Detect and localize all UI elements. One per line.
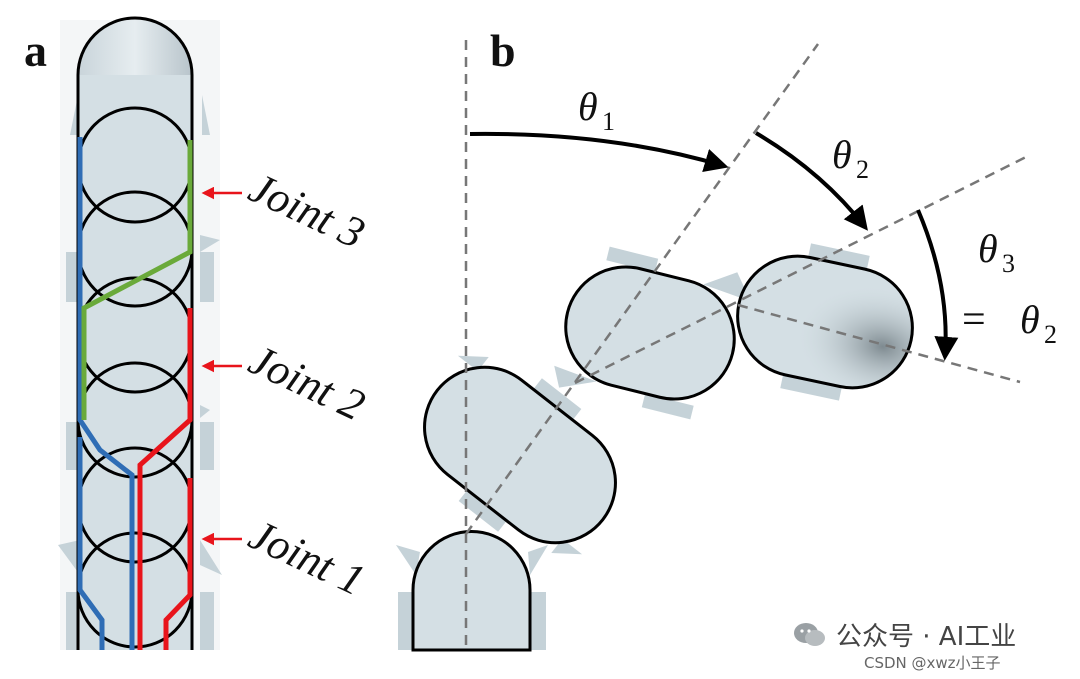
- theta2-arrow: [754, 131, 868, 231]
- link-3: [736, 243, 914, 401]
- tendon-green: [81, 140, 193, 420]
- module-column-body: [78, 70, 192, 650]
- wechat-icon: [794, 622, 825, 646]
- theta1-label: θ 1: [578, 84, 615, 136]
- panel-a: Joint 3 Joint 2 Joint 1 a: [24, 16, 372, 650]
- csdn-credit: CSDN @xwz小王子: [864, 654, 1001, 672]
- theta2-label: θ 2: [832, 132, 869, 184]
- theta3-arrow: [916, 209, 959, 361]
- panel-a-letter: a: [24, 25, 47, 76]
- tendon-blue-outer: [77, 437, 105, 650]
- theta1-subscript: 1: [602, 107, 615, 136]
- reference-lines: [464, 40, 1031, 650]
- panel-b: b: [396, 25, 1057, 652]
- top-cap: [78, 18, 192, 75]
- theta2-subscript: 2: [856, 155, 869, 184]
- panel-b-letter: b: [490, 25, 516, 76]
- theta2-symbol: θ: [832, 132, 852, 177]
- joint-1-label: Joint 1: [242, 510, 372, 606]
- theta3-label: θ 3 = θ 2: [962, 226, 1057, 349]
- theta3-eq-symbol: θ: [1020, 297, 1040, 342]
- joint-2-label: Joint 2: [242, 335, 372, 431]
- link-2: [554, 246, 751, 420]
- theta3-subscript: 3: [1002, 249, 1015, 278]
- base-module: [396, 530, 548, 652]
- theta1-symbol: θ: [578, 84, 598, 129]
- theta3-symbol: θ: [978, 226, 998, 271]
- tendon-red-inner: [137, 308, 193, 650]
- tendon-blue-inner: [77, 137, 135, 650]
- joint-3-label: Joint 3: [242, 163, 372, 259]
- tendon-red-outer: [163, 478, 193, 650]
- watermark-text: 公众号 · AI工业: [836, 622, 1017, 652]
- top-cap-outline: [76, 16, 194, 76]
- theta1-arrow: [469, 131, 729, 173]
- watermark: 公众号 · AI工业: [792, 616, 1016, 653]
- theta3-eq-subscript: 2: [1044, 320, 1057, 349]
- theta3-equals: =: [962, 297, 986, 343]
